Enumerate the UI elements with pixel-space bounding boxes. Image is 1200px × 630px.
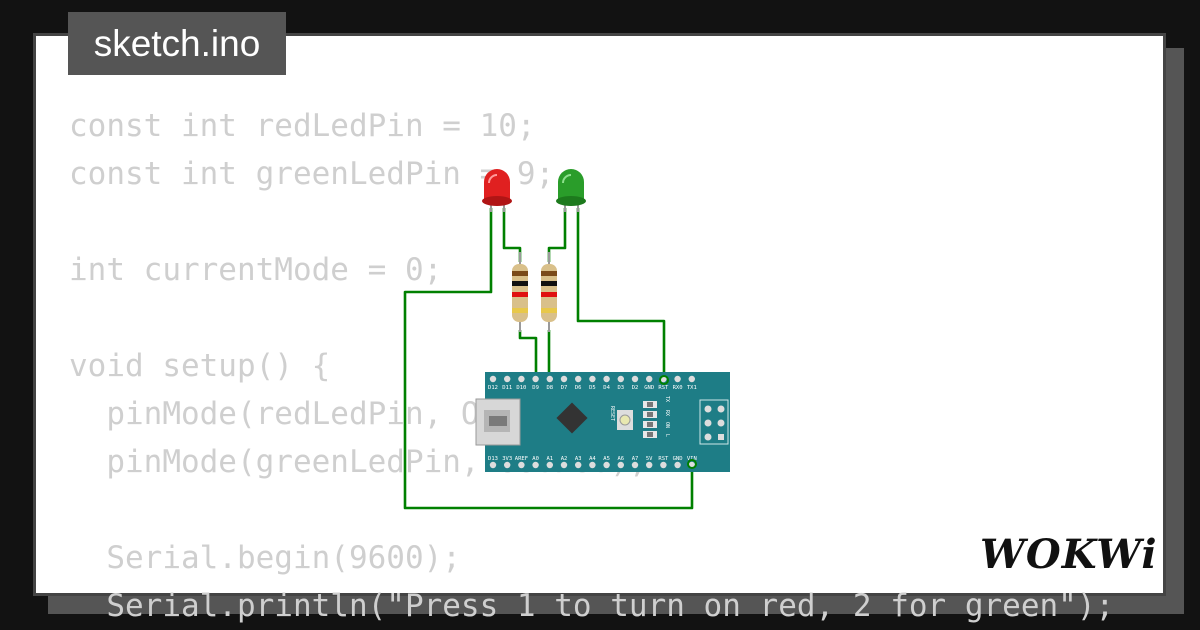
bottom-pin-label: A0 (532, 456, 539, 462)
led-label-tx: TX (664, 396, 670, 402)
top-pin-label: D5 (589, 385, 596, 391)
bottom-pin-label: A2 (561, 456, 568, 462)
top-pin-label: D3 (617, 385, 624, 391)
bottom-pin-label: A3 (575, 456, 582, 462)
bottom-pin-label: 5V (646, 456, 653, 462)
top-pin[interactable] (674, 375, 681, 383)
reset-label: RESET (609, 406, 615, 421)
top-pin-label: GND (644, 385, 654, 391)
code-line: void setup() { (69, 348, 331, 384)
top-pin-label: D9 (532, 385, 539, 391)
bottom-pin-label: VIN (687, 456, 697, 462)
bottom-pin[interactable] (560, 461, 568, 469)
icsp-header (699, 399, 729, 445)
led-label-rx: RX (664, 410, 670, 416)
top-pin-labels: D12 D11 D10 D9 D8 D7 D6 D5 D4 D3 D2 GND RST RX0 TX1 (488, 385, 697, 391)
top-pin[interactable] (646, 375, 653, 383)
bottom-pin[interactable] (518, 461, 525, 469)
bottom-pin-label: A7 (632, 456, 639, 462)
led-green[interactable] (556, 169, 586, 212)
resistor-red[interactable] (512, 252, 528, 332)
code-line: const int redLedPin = 10; (69, 108, 536, 144)
top-pin-label: D12 (488, 385, 498, 391)
wire-green-cathode-to-resistor (547, 208, 567, 262)
code-line: int currentMode = 0; (69, 252, 443, 288)
wire-red-anode-to-resistor (502, 208, 522, 262)
top-pin-label: D11 (502, 385, 512, 391)
onboard-leds: TX RX ON L (643, 396, 670, 438)
preview-card: const int redLedPin = 10; const int green… (33, 33, 1166, 624)
led-label-on: ON (664, 422, 670, 428)
pin-highlight-gnd-top (659, 375, 669, 385)
top-pin[interactable] (688, 375, 695, 383)
bottom-pin-label: A6 (617, 456, 624, 462)
led-red[interactable] (482, 169, 512, 212)
bottom-pin[interactable] (532, 461, 539, 469)
pin-highlight-gnd-bottom (687, 459, 697, 469)
bottom-pin-label: A5 (603, 456, 610, 462)
top-pin-label: D10 (516, 385, 526, 391)
top-pin-label: D7 (561, 385, 568, 391)
bottom-pin-label: A4 (589, 456, 596, 462)
bottom-pin[interactable] (646, 461, 653, 469)
bottom-pin-label: 3V3 (502, 456, 512, 462)
top-pin-label: RST (658, 385, 669, 391)
top-pin[interactable] (560, 375, 568, 383)
top-pin-label: D2 (632, 385, 639, 391)
bottom-pin[interactable] (504, 461, 511, 469)
wire-green-anode-to-gnd (576, 208, 666, 378)
top-pin[interactable] (532, 375, 539, 383)
bottom-pin-label: RST (658, 456, 669, 462)
bottom-pin-label: A1 (546, 456, 553, 462)
top-pin[interactable] (504, 375, 511, 383)
top-pin-label: TX1 (687, 385, 697, 391)
logo-text: WOKWi (980, 531, 1158, 578)
top-pin[interactable] (603, 375, 610, 383)
top-pin[interactable] (617, 375, 624, 383)
bottom-pin[interactable] (603, 461, 610, 469)
led-label-l: L (664, 434, 670, 437)
top-pin[interactable] (546, 375, 553, 383)
usb-connector (475, 398, 521, 446)
bottom-pin[interactable] (589, 461, 596, 469)
bottom-pin-label: D13 (488, 456, 498, 462)
top-pin[interactable] (518, 375, 525, 383)
top-pin[interactable] (589, 375, 596, 383)
top-pin-label: D8 (546, 385, 553, 391)
bottom-pin[interactable] (674, 461, 681, 469)
bottom-pin[interactable] (631, 461, 639, 469)
wire-red-cathode-to-gnd (403, 208, 694, 510)
code-preview: const int redLedPin = 10; const int green… (69, 102, 1114, 630)
wokwi-logo: WOKWi (980, 531, 1157, 578)
reset-button[interactable]: RESET (609, 406, 633, 430)
top-pin[interactable] (489, 375, 497, 383)
top-pin[interactable] (575, 375, 582, 383)
top-pin-label: D6 (575, 385, 582, 391)
code-line: Serial.begin(9600); (69, 540, 461, 576)
bottom-pin-header (489, 461, 695, 469)
bottom-pin[interactable] (660, 461, 667, 469)
bottom-pin-label: GND (673, 456, 683, 462)
code-line: Serial.println("Press 1 to turn on red, … (69, 588, 1115, 624)
resistor-green[interactable] (541, 252, 557, 332)
top-pin-label: D4 (603, 385, 610, 391)
mcu-chip (556, 402, 588, 434)
code-line: const int greenLedPin = 9; (69, 156, 555, 192)
bottom-pin-label: AREF (515, 456, 528, 462)
wire-resistor1-to-d10 (518, 330, 538, 378)
file-tab[interactable]: sketch.ino (68, 12, 286, 75)
top-pin[interactable] (631, 375, 639, 383)
bottom-pin[interactable] (575, 461, 582, 469)
top-pin-label: RX0 (673, 385, 683, 391)
bottom-pin[interactable] (617, 461, 624, 469)
bottom-pin[interactable] (546, 461, 553, 469)
bottom-pin[interactable] (489, 461, 497, 469)
